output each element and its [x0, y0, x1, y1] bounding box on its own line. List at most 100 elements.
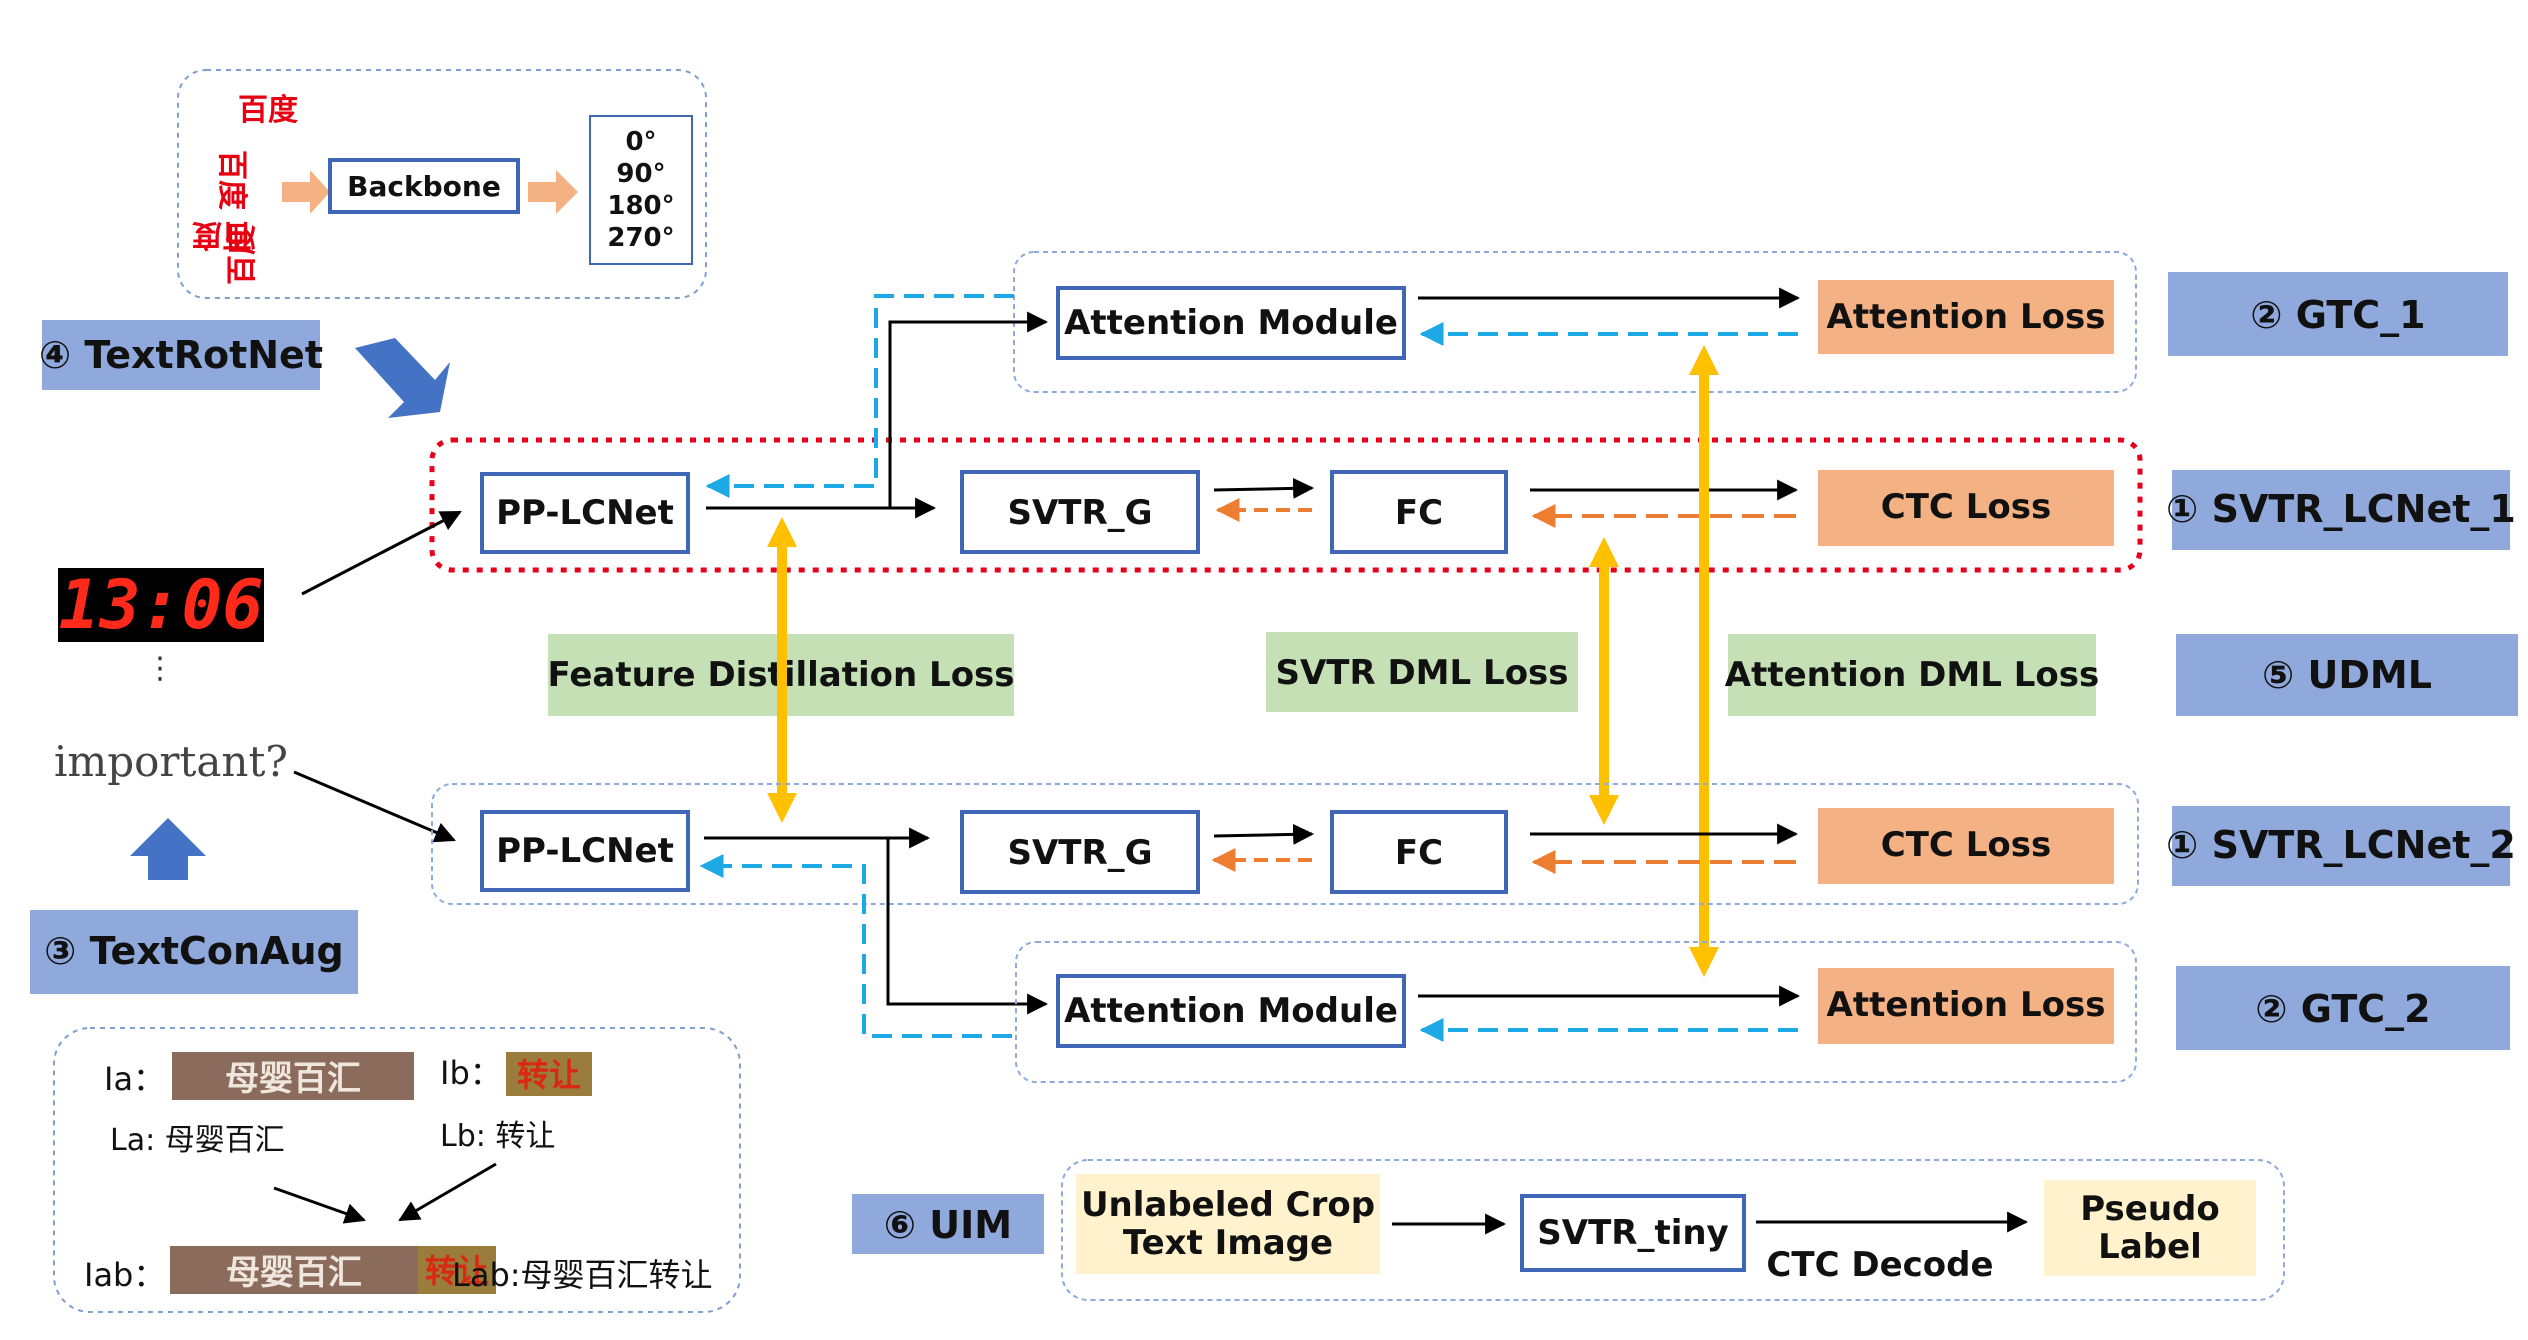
gtc1-attention-loss-box — [1818, 280, 2114, 354]
light-arrow-right — [282, 170, 330, 214]
angles-box — [589, 115, 693, 265]
gtc2-attention-module-label: Attention Module — [1064, 991, 1398, 1031]
textrotnet-label: ④ TextRotNet — [39, 333, 323, 377]
rotated-text-top: 百度 — [238, 93, 298, 128]
gtc2-label: ② GTC_2 — [2255, 987, 2430, 1031]
uim-output-line1: Pseudo — [2080, 1189, 2220, 1229]
branch1-ctc-loss-label: CTC Loss — [1881, 487, 2051, 527]
angle-90: 90° — [616, 159, 665, 189]
ib-image-text: 转让 — [517, 1056, 581, 1094]
uim-frame — [1061, 1159, 2285, 1301]
angle-180: 180° — [607, 191, 674, 221]
uim-decode-label: CTC Decode — [1766, 1245, 1993, 1285]
ia-image — [172, 1052, 414, 1100]
branch1-label: ① SVTR_LCNet_1 — [2166, 487, 2516, 531]
uim-output-box — [2044, 1180, 2256, 1276]
iab-image-b-text: 转让 — [425, 1252, 489, 1290]
branch2-label-box — [2172, 806, 2510, 886]
svtr-to-fc-arrow — [1213, 477, 1315, 499]
branch1-svtr-label: SVTR_G — [1007, 493, 1152, 533]
gtc2-to-branch2-dashed-arrow — [699, 854, 1012, 1038]
gtc2-attention-loss-label: Attention Loss — [1827, 985, 2106, 1025]
ia-label: Ia： — [104, 1060, 165, 1098]
textrotnet-label-box — [42, 320, 320, 390]
lab-label: Lab:母婴百汇转让 — [452, 1256, 713, 1294]
ia-image-text: 母婴百汇 — [225, 1059, 361, 1099]
clock-image: 13:06 — [58, 566, 264, 645]
uim-model-box — [1520, 1194, 1746, 1272]
big-arrow-down-right-icon — [355, 338, 450, 418]
uim-input-line2: Text Image — [1123, 1223, 1333, 1263]
svtr-dml-loss-box — [1266, 632, 1578, 712]
branch1-fc-box — [1330, 470, 1508, 554]
gtc2-frame — [1015, 941, 2137, 1083]
angle-0: 0° — [625, 127, 656, 157]
angle-270: 270° — [607, 223, 674, 253]
handwriting-sample: important? — [54, 737, 288, 786]
udml-label: ⑤ UDML — [2262, 653, 2432, 697]
gtc1-attention-loss-label: Attention Loss — [1827, 297, 2106, 337]
uim-input-line1: Unlabeled Crop — [1081, 1185, 1375, 1225]
attention-dml-loss-label: Attention DML Loss — [1725, 655, 2099, 695]
ellipsis-dots: ⋮ — [145, 651, 175, 686]
gtc1-attention-module-label: Attention Module — [1064, 303, 1398, 343]
branch2-pplcnet-label: PP-LCNet — [496, 831, 674, 871]
iab-image-a — [170, 1246, 418, 1294]
branch2-label: ① SVTR_LCNet_2 — [2166, 823, 2516, 867]
hand-to-branch2-arrow — [293, 770, 456, 843]
branch2-fc-box — [1330, 810, 1508, 894]
uim-output-line2: Label — [2098, 1227, 2202, 1267]
branch2-svtr-box — [960, 810, 1200, 894]
branch2-svtr-label: SVTR_G — [1007, 833, 1152, 873]
iab-image-a-text: 母婴百汇 — [226, 1253, 362, 1293]
gtc1-attention-module-box — [1056, 286, 1406, 360]
branch1-pplcnet-box — [480, 472, 690, 554]
rotated-text-180: 百度 — [192, 217, 252, 252]
clock-digits: 13:06 — [59, 566, 264, 645]
uim-label-box — [852, 1194, 1044, 1254]
lb-arrow — [398, 1162, 497, 1222]
branch1-to-gtc1-arrow — [888, 311, 1049, 508]
branch2-to-gtc2-arrow — [886, 838, 1049, 1015]
branch2-pplcnet-box — [480, 810, 690, 892]
iab-image-b — [418, 1246, 496, 1294]
light-arrow-right — [528, 170, 578, 214]
branch1-svtr-box — [960, 470, 1200, 554]
gtc2-label-box — [2176, 966, 2510, 1050]
la-arrow — [273, 1186, 366, 1224]
svtr2-to-fc2-arrow — [1213, 823, 1315, 845]
branch1-pplcnet-label: PP-LCNet — [496, 493, 674, 533]
textconaug-panel: Ia： 母婴百汇 Ib： 转让 La: 母婴百汇 Lb: 转让 Iab： 母婴百… — [53, 1027, 741, 1313]
textrotnet-panel: 百度 百度 百度 百度 Backbone 0° 90° 180° 270° — [177, 69, 707, 299]
gtc2-attention-loss-box — [1818, 968, 2114, 1044]
la-label: La: 母婴百汇 — [110, 1123, 285, 1158]
backbone-box — [328, 158, 520, 214]
rotated-text-270: 百度 — [225, 225, 260, 285]
gtc2-attention-module-box — [1056, 974, 1406, 1048]
uim-input-box — [1076, 1174, 1380, 1274]
branch2-frame — [431, 783, 2139, 905]
iab-label: Iab： — [84, 1256, 165, 1294]
uim-model-label: SVTR_tiny — [1537, 1213, 1728, 1253]
gtc1-to-branch1-dashed-arrow — [705, 294, 1014, 498]
backbone-label: Backbone — [347, 170, 501, 203]
gtc1-label: ② GTC_1 — [2250, 293, 2425, 337]
branch2-ctc-loss-box — [1818, 808, 2114, 884]
textconaug-label-box — [30, 910, 358, 994]
attention-dml-loss-box — [1728, 634, 2096, 716]
branch1-fc-label: FC — [1395, 493, 1443, 533]
uim-label: ⑥ UIM — [884, 1203, 1012, 1247]
gtc1-label-box — [2168, 272, 2508, 356]
svtr-dml-loss-label: SVTR DML Loss — [1275, 653, 1568, 693]
ib-image — [506, 1052, 592, 1096]
branch2-ctc-loss-label: CTC Loss — [1881, 825, 2051, 865]
clock-to-branch1-arrow — [301, 510, 462, 596]
branch2-fc-label: FC — [1395, 833, 1443, 873]
lb-label: Lb: 转让 — [440, 1119, 555, 1154]
branch1-ctc-loss-box — [1818, 470, 2114, 546]
big-arrow-up-icon — [130, 818, 206, 880]
ib-label: Ib： — [440, 1054, 502, 1092]
textconaug-label: ③ TextConAug — [44, 929, 343, 973]
udml-label-box — [2176, 634, 2518, 716]
